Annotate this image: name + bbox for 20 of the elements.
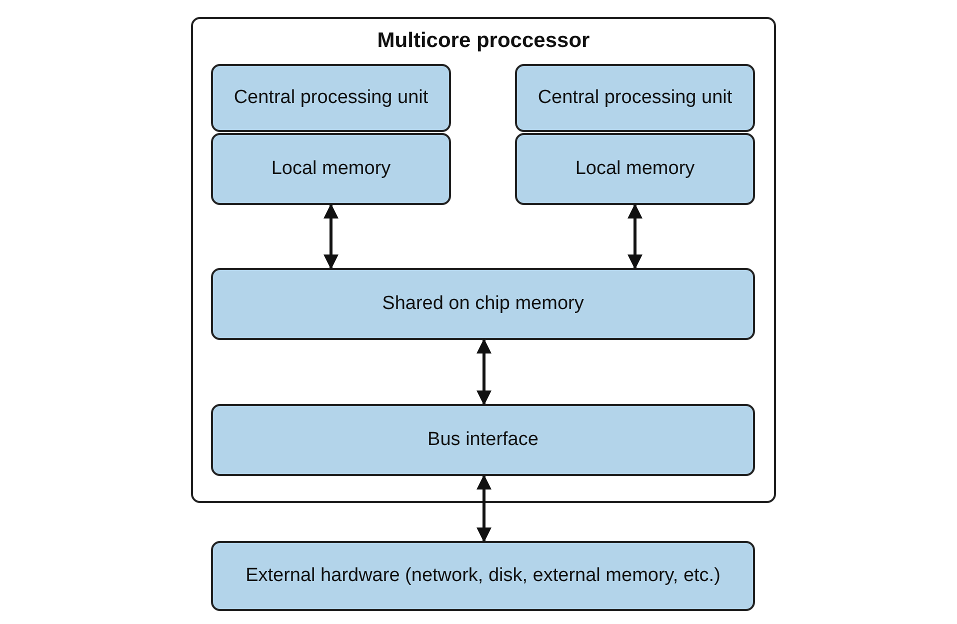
component-box <box>211 268 755 340</box>
component-box <box>211 133 451 205</box>
box-label: Local memory <box>271 158 391 180</box>
box-label: Local memory <box>575 158 695 180</box>
box-label: Shared on chip memory <box>382 293 584 315</box>
box-label: Central processing unit <box>234 87 428 109</box>
component-box <box>515 133 755 205</box>
double-arrow <box>476 474 492 542</box>
box-label: Bus interface <box>428 429 538 451</box>
processor-frame <box>191 17 776 503</box>
component-box <box>515 64 755 132</box>
box-label: External hardware (network, disk, external memory, etc.) <box>246 565 720 587</box>
frame-title: Multicore proccessor <box>377 29 590 53</box>
component-box <box>211 541 755 611</box>
component-box <box>211 64 451 132</box>
component-box <box>211 404 755 476</box>
double-arrow <box>476 338 492 406</box>
box-label: Central processing unit <box>538 87 732 109</box>
double-arrow <box>628 204 642 270</box>
double-arrow <box>324 204 338 270</box>
